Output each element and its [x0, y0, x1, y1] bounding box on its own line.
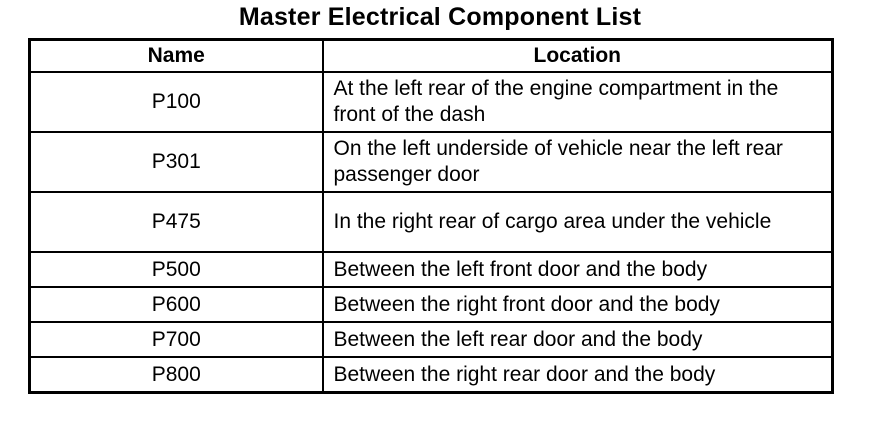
document-title: Master Electrical Component List [238, 3, 642, 31]
table-row: P100 At the left rear of the engine comp… [28, 71, 834, 133]
component-name: P700 [28, 321, 324, 358]
component-location: Between the right rear door and the body [321, 356, 834, 394]
table-row: P475 In the right rear of cargo area und… [28, 191, 834, 253]
table-row: P800 Between the right rear door and the… [28, 356, 834, 394]
table-header-row: Name Location [28, 38, 834, 73]
component-name: P800 [28, 356, 324, 394]
component-location: Between the left front door and the body [321, 251, 834, 288]
component-name: P301 [28, 131, 324, 193]
component-location: At the left rear of the engine compartme… [321, 71, 834, 133]
component-location: Between the right front door and the bod… [321, 286, 834, 323]
component-name: P500 [28, 251, 324, 288]
component-location: On the left underside of vehicle near th… [321, 131, 834, 193]
component-name: P475 [28, 191, 324, 253]
component-name: P100 [28, 71, 324, 133]
component-table: Name Location P100 At the left rear of t… [28, 38, 834, 394]
table-row: P600 Between the right front door and th… [28, 286, 834, 323]
component-location: In the right rear of cargo area under th… [321, 191, 834, 253]
table-row: P500 Between the left front door and the… [28, 251, 834, 288]
table-row: P301 On the left underside of vehicle ne… [28, 131, 834, 193]
component-name: P600 [28, 286, 324, 323]
column-header-name: Name [28, 38, 324, 73]
component-location: Between the left rear door and the body [321, 321, 834, 358]
table-row: P700 Between the left rear door and the … [28, 321, 834, 358]
column-header-location: Location [321, 38, 834, 73]
